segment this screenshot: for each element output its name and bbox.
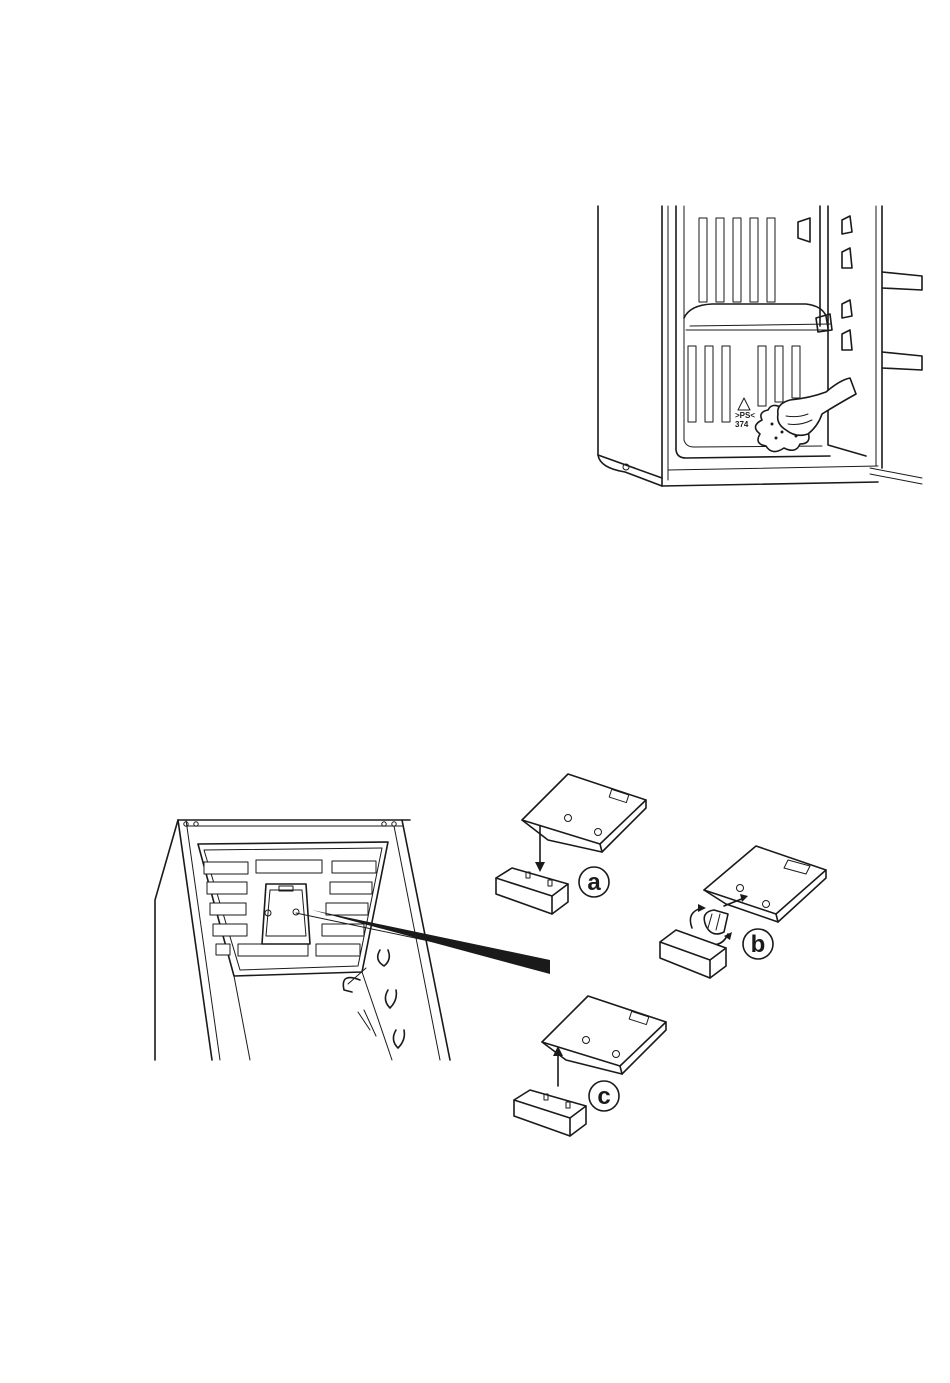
fridge-cleaning-drawing: >PS< 374	[590, 200, 930, 495]
lamp-replacement-illustration: a b	[150, 770, 830, 1140]
step-c-detail	[514, 996, 666, 1136]
step-a-label: a	[587, 869, 601, 896]
step-c-label: c	[597, 1083, 610, 1110]
lamp-replacement-drawing: a b	[150, 770, 830, 1140]
step-b-detail	[660, 846, 826, 978]
step-a-detail	[496, 774, 646, 914]
fridge-cleaning-illustration: >PS< 374	[590, 200, 930, 495]
recycling-sublabel: >PS<	[735, 411, 755, 420]
recycling-code: 374	[735, 420, 749, 429]
step-b-label: b	[751, 931, 766, 958]
